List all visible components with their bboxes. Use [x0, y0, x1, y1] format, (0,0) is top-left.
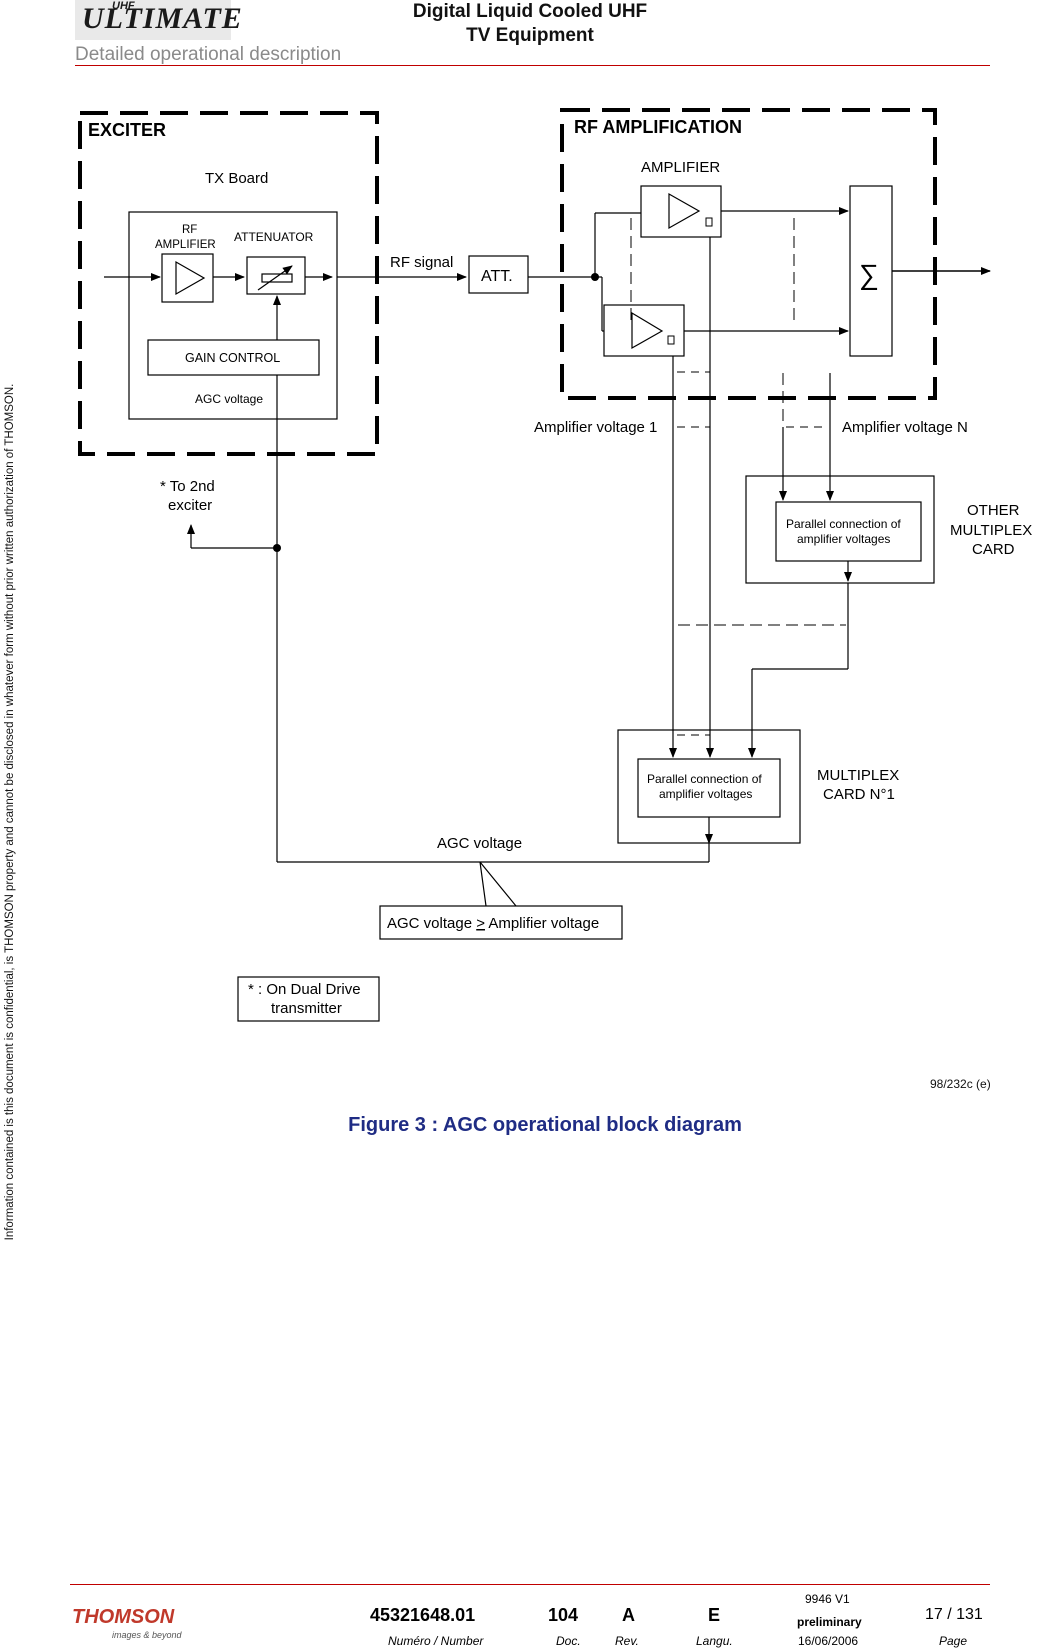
agc-voltage-label: AGC voltage [437, 835, 522, 852]
title-line-1: Digital Liquid Cooled UHF [412, 1, 648, 22]
ultimate-logo: ULTIMATE [82, 2, 243, 35]
other-parallel-connection-line-2: amplifier voltages [797, 532, 890, 546]
thomson-tagline: images & beyond [112, 1630, 182, 1640]
title-line-2: TV Equipment [466, 25, 594, 46]
doc-value: 104 [548, 1605, 579, 1625]
attenuator-label: ATTENUATOR [234, 230, 314, 244]
rf-amplifier-label-1: RF [182, 224, 197, 236]
agc-condition-callout-pointer [479, 861, 517, 907]
logo-background [75, 0, 231, 40]
other-multiplex-label-1: OTHER [967, 502, 1020, 519]
gain-control-label: GAIN CONTROL [185, 351, 280, 365]
dual-drive-note-line-2: transmitter [271, 1000, 342, 1017]
agc-voltage-inner-label: AGC voltage [195, 392, 263, 406]
agc-condition-box [379, 905, 623, 940]
rf-amplifier-triangle [175, 260, 206, 296]
tx-board-box [128, 211, 338, 420]
amplifier-voltage-1-label: Amplifier voltage 1 [534, 419, 657, 436]
amplifier-n-block [603, 304, 685, 357]
amplifier-1-block [640, 185, 722, 238]
other-multiplex-label-2: MULTIPLEX [950, 522, 1032, 539]
rf-amplification-box [560, 108, 937, 400]
exciter-title: EXCITER [88, 120, 166, 140]
label-page: Page [939, 1634, 968, 1648]
parallel-connection-line-2: amplifier voltages [659, 787, 752, 801]
section-subtitle: Detailed operational description [75, 44, 342, 65]
label-number: Numéro / Number [388, 1634, 484, 1648]
status-value: preliminary [797, 1615, 862, 1629]
label-rev: Rev. [615, 1634, 639, 1648]
rf-amplification-title: RF AMPLIFICATION [574, 117, 742, 137]
other-parallel-connection-line-1: Parallel connection of [786, 517, 901, 531]
dual-drive-note-box [237, 976, 380, 1022]
dual-drive-note-line-1: * : On Dual Drive [248, 981, 361, 998]
figure-reference: 98/232c (e) [930, 1077, 991, 1091]
agc-condition-label: AGC voltage > Amplifier voltage [387, 915, 599, 932]
multiplex-card-label-2: CARD N°1 [823, 786, 895, 803]
thomson-logo: THOMSON [72, 1606, 175, 1628]
rf-signal-label: RF signal [390, 254, 453, 271]
footer-divider [70, 1584, 990, 1585]
rf-amplifier-label-2: AMPLIFIER [155, 239, 216, 251]
label-doc: Doc. [556, 1634, 581, 1648]
gain-control-block [147, 339, 320, 376]
langu-value: E [708, 1605, 721, 1625]
att-label: ATT. [481, 268, 513, 285]
label-langu: Langu. [696, 1634, 733, 1648]
version-value: 9946 V1 [805, 1592, 850, 1606]
page-value: 17 / 131 [925, 1606, 983, 1623]
parallel-connection-line-1: Parallel connection of [647, 772, 762, 786]
rf-amplifier-block [161, 253, 214, 303]
date-value: 16/06/2006 [798, 1634, 859, 1648]
summer-symbol: ∑ [859, 259, 879, 290]
tx-board-label: TX Board [205, 170, 268, 187]
att-block [468, 255, 529, 294]
multiplex-card-label-1: MULTIPLEX [817, 767, 899, 784]
attenuator-block [246, 256, 306, 295]
exciter-box [78, 111, 379, 456]
figure-caption: Figure 3 : AGC operational block diagram [348, 1114, 742, 1136]
amplifier-label: AMPLIFIER [641, 159, 720, 176]
header-divider [75, 65, 990, 66]
logo-superscript: UHF [112, 0, 135, 12]
document-number: 45321648.01 [370, 1605, 476, 1625]
other-multiplex-card-box [745, 475, 935, 584]
to-2nd-exciter-line-2: exciter [168, 497, 212, 514]
document-title: Digital Liquid Cooled UHF TV Equipment [335, 0, 725, 48]
to-2nd-exciter-line-1: * To 2nd [160, 478, 215, 495]
other-multiplex-label-3: CARD [972, 541, 1015, 558]
rev-value: A [622, 1605, 635, 1625]
amplifier-voltage-n-label: Amplifier voltage N [842, 419, 968, 436]
